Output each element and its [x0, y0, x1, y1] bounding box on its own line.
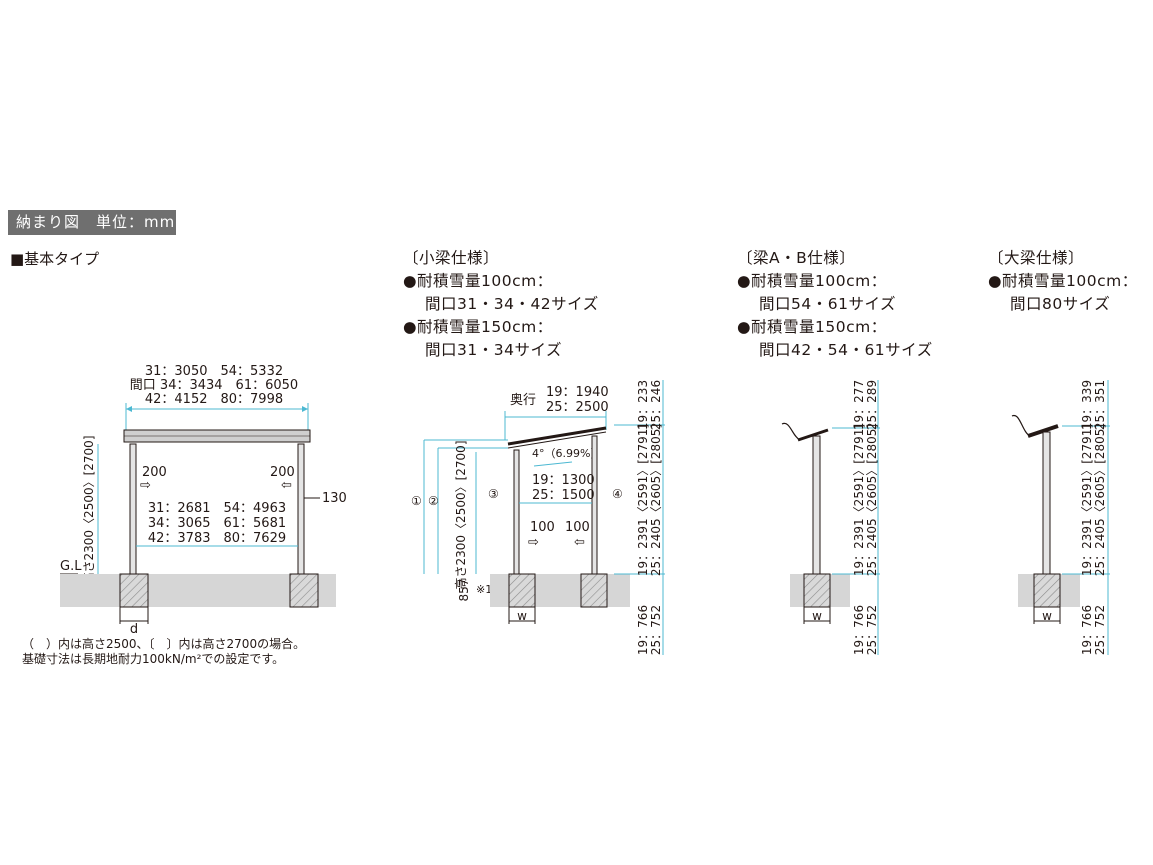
beam — [1027, 424, 1059, 438]
break-mark — [781, 422, 801, 441]
mid-dim-2: 25：2405〈2605〉[2805] — [1093, 424, 1107, 576]
arrow-right-icon: ⇨ — [528, 535, 539, 550]
arrow-left-icon: ⇦ — [574, 535, 585, 550]
small-beam-drawing: 奥行 19：1940 25：2500 4°（6.99%） 19：1300 25：… — [411, 380, 665, 655]
eave-dimension: 130 — [322, 491, 347, 506]
slope-angle: 4°（6.99%） — [532, 447, 601, 460]
offset-right: 200 — [270, 465, 295, 480]
circle-4: ④ — [612, 487, 623, 501]
top-dim-2: 25：246 — [649, 380, 663, 430]
footing-width: w — [517, 609, 527, 623]
small-beam-heading: 〔小梁仕様〕 — [403, 249, 500, 267]
basic-type-heading: ■基本タイプ — [10, 250, 100, 268]
bottom-dim-2: 25：752 — [865, 605, 879, 655]
note-1: （ ）内は高さ2500、〔 〕内は高さ2700の場合。 — [22, 636, 305, 651]
arrow-left-icon: ⇦ — [281, 478, 292, 493]
spec-line: ●耐積雪量100cm： — [737, 272, 887, 290]
depth-line-1: 19：1940 — [546, 385, 609, 400]
spec-line: 間口31・34・42サイズ — [425, 295, 599, 313]
mid-dim-1: 19：2391〈2591〉[2791] — [636, 424, 650, 576]
beam-ab-heading: 〔梁A・B仕様〕 — [737, 249, 856, 267]
note-2: 基礎寸法は長期地耐力100kN/m²での設定です。 — [22, 651, 284, 666]
spec-line: ●耐積雪量150cm： — [737, 318, 887, 336]
beam-ab-spec: 〔梁A・B仕様〕 ●耐積雪量100cm： 間口54・61サイズ ●耐積雪量150… — [737, 247, 933, 362]
top-dim-2: 25：289 — [865, 380, 879, 430]
offset-right: 100 — [565, 520, 590, 535]
break-mark — [1011, 414, 1031, 437]
circle-3: ③ — [488, 487, 499, 501]
depth-label: 奥行 — [510, 393, 536, 408]
mid-dim-2: 25：2405〈2605〉[2805] — [649, 424, 663, 576]
footing-width: d — [130, 622, 138, 637]
offset-left: 200 — [142, 465, 167, 480]
spec-line: 間口54・61サイズ — [759, 295, 896, 313]
top-dim-2: 25：351 — [1093, 380, 1107, 430]
spec-line: 間口42・54・61サイズ — [759, 341, 933, 359]
roof-slope — [507, 426, 607, 446]
inner-line-1: 31：2681 54：4963 — [148, 501, 286, 516]
top-dim-1: 19：277 — [852, 380, 866, 430]
big-beam-heading: 〔大梁仕様〕 — [988, 249, 1085, 267]
footing — [803, 573, 831, 608]
post-line-2: 25：1500 — [532, 488, 595, 503]
circle-1: ① — [411, 494, 422, 508]
small-beam-spec: 〔小梁仕様〕 ●耐積雪量100cm： 間口31・34・42サイズ ●耐積雪量15… — [403, 247, 599, 362]
span-line-2: 間口 34：3434 61：6050 — [130, 378, 298, 393]
mid-dim-2: 25：2405〈2605〉[2805] — [865, 424, 879, 576]
beam — [797, 428, 829, 442]
depth-line-2: 25：2500 — [546, 400, 609, 415]
span-line-1: 31：3050 54：5332 — [145, 364, 283, 379]
post — [812, 435, 821, 577]
top-dim-1: 19：233 — [636, 380, 650, 430]
footing-front — [508, 573, 536, 608]
circle-2: ② — [428, 494, 439, 508]
offset-left: 100 — [530, 520, 555, 535]
beam-ab-drawing: w 19：277 25：289 19：2391〈2591〉[2791] 25：2… — [781, 380, 880, 655]
footing-back — [580, 573, 608, 608]
arrow-right-icon: ⇨ — [140, 478, 151, 493]
big-beam-spec: 〔大梁仕様〕 ●耐積雪量100cm： 間口80サイズ — [988, 247, 1138, 316]
spec-line: 間口80サイズ — [1010, 295, 1111, 313]
page-title: 納まり図 単位：mm — [8, 210, 176, 235]
note-mark: ※1 — [476, 583, 492, 596]
top-dim-1: 19：339 — [1080, 380, 1094, 430]
footing-left — [119, 573, 149, 608]
bottom-dim-1: 19：766 — [636, 605, 650, 655]
inner-line-2: 34：3065 61：5681 — [148, 516, 286, 531]
footing — [1033, 573, 1061, 608]
spec-line: ●耐積雪量100cm： — [403, 272, 553, 290]
bottom-dim-1: 19：766 — [852, 605, 866, 655]
footing-right — [289, 573, 319, 608]
spec-line: 間口31・34サイズ — [425, 341, 562, 359]
post-back — [591, 435, 598, 577]
spec-line: ●耐積雪量100cm： — [988, 272, 1138, 290]
small-beam-height: 高さ2300〈2500〉[2700] — [453, 441, 468, 590]
bottom-dim-1: 19：766 — [1080, 605, 1094, 655]
post-line-1: 19：1300 — [532, 473, 595, 488]
inner-line-3: 42：3783 80：7629 — [148, 531, 286, 546]
ground-level: G.L — [60, 559, 82, 574]
post-left — [129, 443, 137, 577]
basic-height: 高さ2300〈2500〉[2700] — [81, 436, 96, 585]
bottom-dim-2: 25：752 — [1093, 605, 1107, 655]
big-beam-drawing: w 19：339 25：351 19：2391〈2591〉[2791] 25：2… — [1011, 380, 1110, 655]
mid-dim-1: 19：2391〈2591〉[2791] — [852, 424, 866, 576]
depth-857: 857 — [457, 579, 471, 602]
spec-line: ●耐積雪量150cm： — [403, 318, 553, 336]
post-right — [297, 443, 305, 577]
footing-width: w — [1042, 609, 1052, 623]
span-line-3: 42：4152 80：7998 — [145, 392, 283, 407]
post — [1042, 431, 1051, 577]
footing-width: w — [812, 609, 822, 623]
mid-dim-1: 19：2391〈2591〉[2791] — [1080, 424, 1094, 576]
bottom-dim-2: 25：752 — [649, 605, 663, 655]
post-front — [513, 449, 520, 577]
basic-type-drawing: 31：3050 54：5332 間口 34：3434 61：6050 42：41… — [22, 364, 347, 666]
